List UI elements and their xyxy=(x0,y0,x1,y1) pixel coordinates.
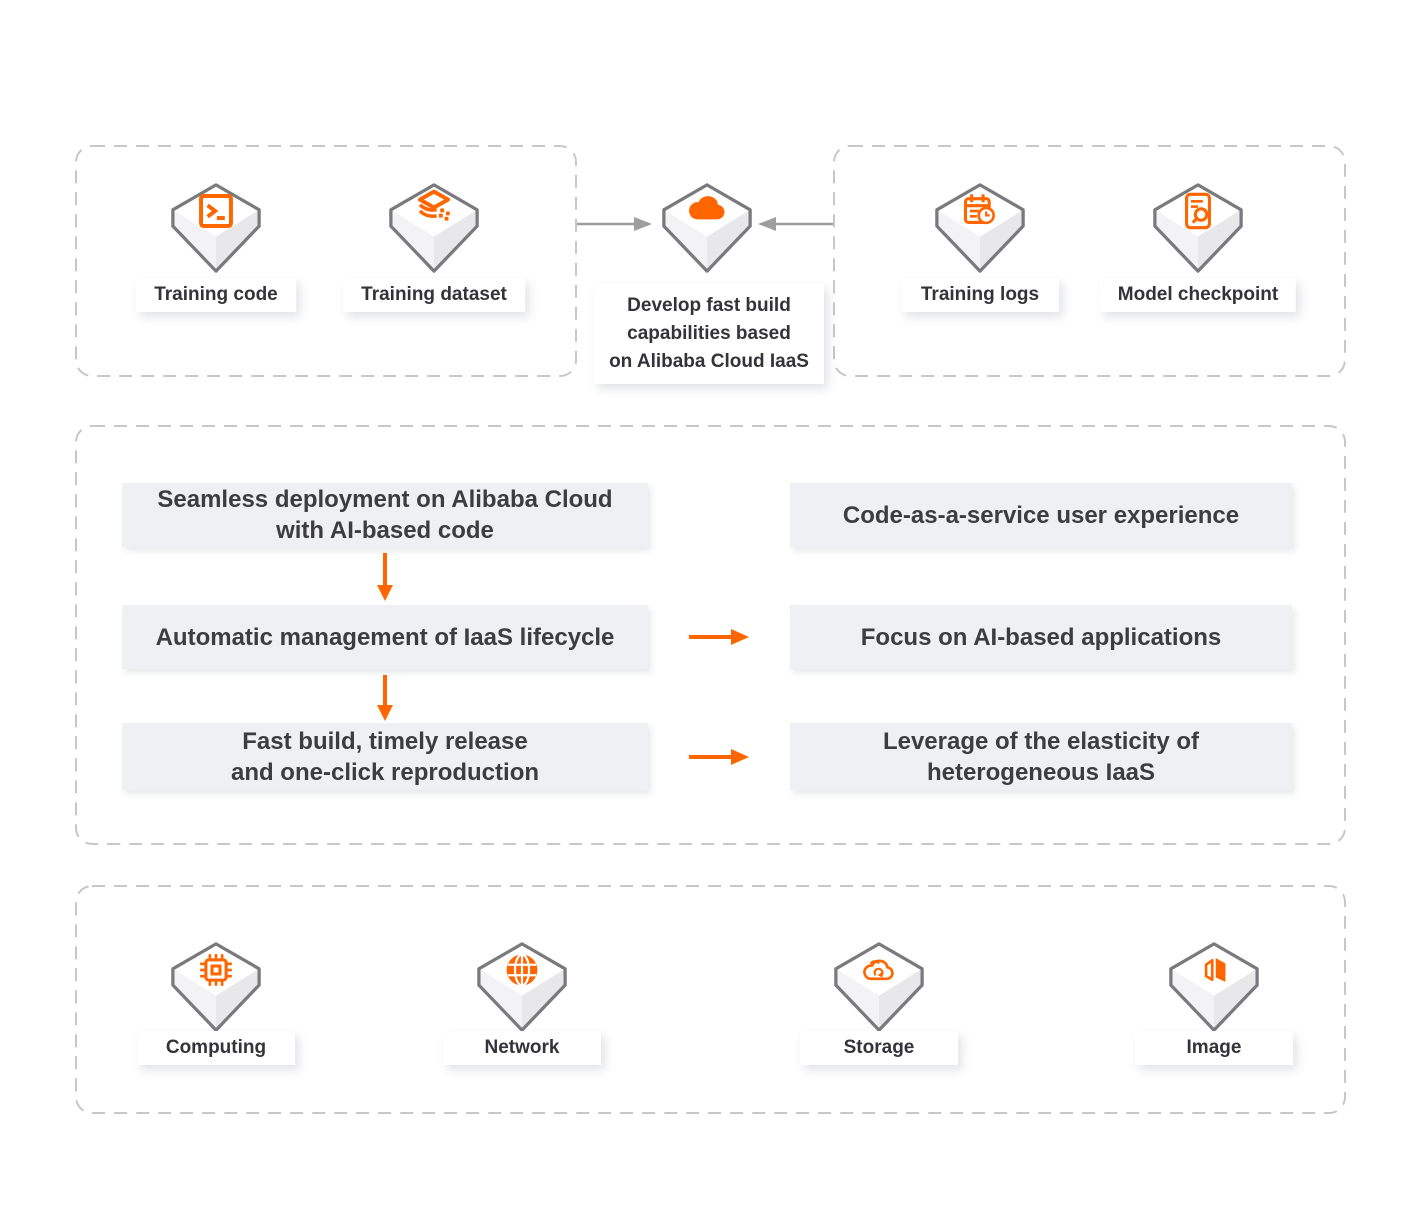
node-network xyxy=(474,941,570,1033)
arrow-down-1 xyxy=(377,553,393,601)
arrow-right-2 xyxy=(689,749,749,765)
node-label-text: Network xyxy=(484,1037,560,1058)
bottom-dashed-group xyxy=(75,885,1346,1114)
flow-box-line: with AI-based code xyxy=(276,517,494,544)
arrow-down-2 xyxy=(377,675,393,721)
flow-box-seamless-deployment: Seamless deployment on Alibaba Cloud wit… xyxy=(122,483,648,547)
flow-box-fast-build: Fast build, timely release and one-click… xyxy=(122,723,648,790)
node-image xyxy=(1166,941,1262,1033)
node-storage xyxy=(831,941,927,1033)
node-label-text: Training dataset xyxy=(361,284,507,305)
node-label-network: Network xyxy=(443,1031,601,1065)
terminal-icon xyxy=(199,194,233,228)
cpu-icon xyxy=(200,954,232,986)
top-right-dashed-group xyxy=(833,145,1346,377)
cloud-caption: Develop fast build capabilities based on… xyxy=(594,284,824,384)
cloud-caption-line: on Alibaba Cloud IaaS xyxy=(609,351,809,372)
node-label-text: Storage xyxy=(843,1037,915,1058)
top-left-dashed-group xyxy=(75,145,577,377)
node-label-text: Training code xyxy=(154,284,278,305)
flow-box-line: Code-as-a-service user experience xyxy=(842,501,1240,529)
flow-box-line: heterogeneous IaaS xyxy=(926,758,1156,786)
flow-box-line: Seamless deployment on Alibaba Cloud xyxy=(157,486,613,513)
flow-box-focus-ai-applications: Focus on AI-based applications xyxy=(790,605,1292,669)
arrow-outputs-to-cloud xyxy=(758,217,833,231)
arrow-inputs-to-cloud xyxy=(577,217,652,231)
cloud-caption-line: Develop fast build xyxy=(627,295,791,316)
node-model-checkpoint xyxy=(1150,182,1246,274)
node-label-text: Training logs xyxy=(920,284,1040,305)
node-label-storage: Storage xyxy=(800,1031,958,1065)
node-label-text: Computing xyxy=(165,1037,267,1058)
flow-box-line: Leverage of the elasticity of xyxy=(882,727,1200,755)
node-label-training-logs: Training logs xyxy=(901,278,1059,312)
flow-box-line: Fast build, timely release xyxy=(242,727,528,755)
flow-box-code-as-a-service: Code-as-a-service user experience xyxy=(790,483,1292,547)
cloud-sync-icon xyxy=(863,959,894,981)
node-label-computing: Computing xyxy=(137,1031,295,1065)
flow-box-line: Focus on AI-based applications xyxy=(860,623,1222,651)
arrow-right-1 xyxy=(689,629,749,645)
node-training-code xyxy=(168,182,264,274)
node-cloud-iaas xyxy=(659,182,755,274)
flow-box-leverage-elasticity: Leverage of the elasticity of heterogene… xyxy=(790,723,1292,790)
flow-box-line: Automatic management of IaaS lifecycle xyxy=(155,623,615,651)
node-training-logs xyxy=(932,182,1028,274)
middle-dashed-group xyxy=(75,425,1346,845)
cloud-caption-line: capabilities based xyxy=(627,323,791,344)
node-computing xyxy=(168,941,264,1033)
node-label-text: Image xyxy=(1186,1037,1242,1058)
globe-icon xyxy=(506,953,538,987)
node-training-dataset xyxy=(386,182,482,274)
node-label-image: Image xyxy=(1135,1031,1293,1065)
cloud-icon xyxy=(689,196,725,220)
flow-box-automatic-management: Automatic management of IaaS lifecycle xyxy=(122,605,648,669)
node-label-training-dataset: Training dataset xyxy=(343,278,525,312)
node-label-training-code: Training code xyxy=(136,278,296,312)
document-search-icon xyxy=(1185,192,1211,230)
flow-box-line: and one-click reproduction xyxy=(230,758,540,786)
dataset-icon xyxy=(417,189,451,221)
node-label-text: Model checkpoint xyxy=(1117,284,1279,305)
image-icon xyxy=(1204,958,1226,982)
calendar-clock-icon xyxy=(963,194,995,225)
node-label-model-checkpoint: Model checkpoint xyxy=(1099,278,1297,312)
